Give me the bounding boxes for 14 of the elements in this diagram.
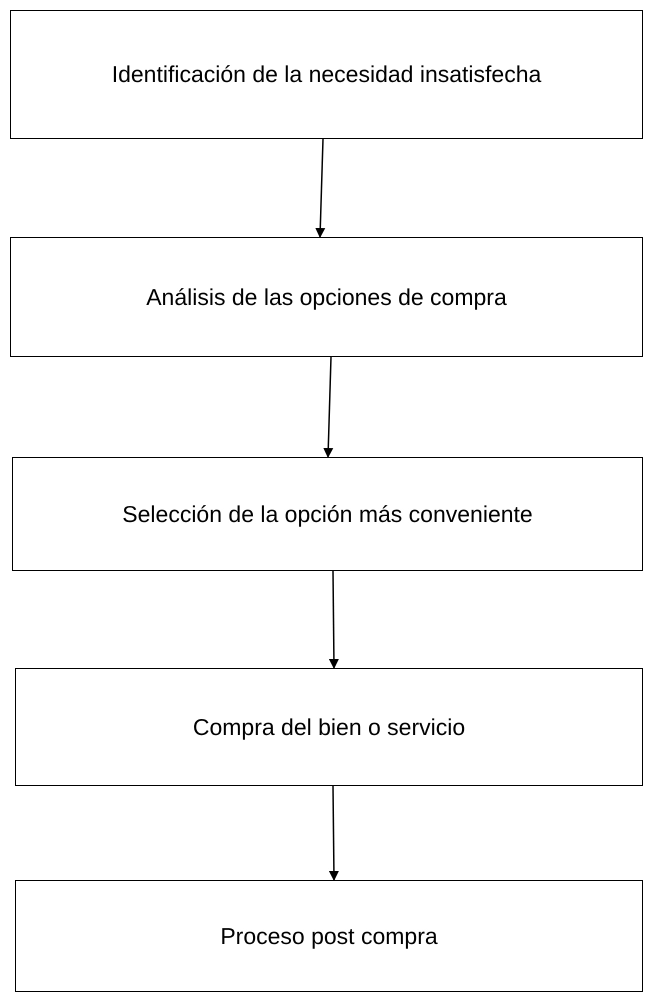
step-label: Selección de la opción más conveniente xyxy=(122,500,533,528)
arrow xyxy=(328,786,339,881)
step-label: Identificación de la necesidad insatisfecha xyxy=(112,61,542,88)
process-box xyxy=(12,457,643,571)
process-box xyxy=(10,237,643,357)
arrow xyxy=(323,356,334,458)
process-box xyxy=(15,668,643,786)
process-box xyxy=(15,880,643,992)
step-label: Proceso post compra xyxy=(220,922,438,950)
process-box xyxy=(10,10,643,139)
step-label: Compra del bien o servicio xyxy=(192,714,466,740)
step-label: Análisis de las opciones de compra xyxy=(146,284,507,310)
arrow xyxy=(315,138,326,238)
arrow xyxy=(328,571,339,669)
